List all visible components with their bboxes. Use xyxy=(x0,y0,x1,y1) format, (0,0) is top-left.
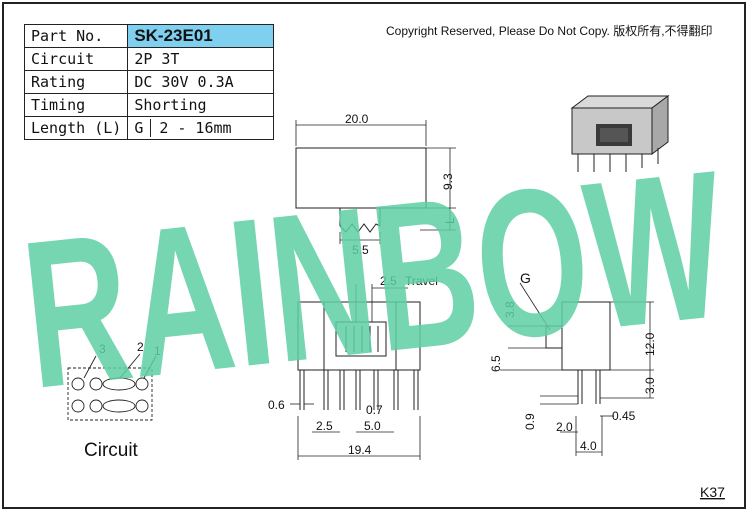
watermark-text: RAINBOW xyxy=(14,126,735,433)
pin-height-dim: 3.0 xyxy=(643,377,657,394)
travel-dim: 2.5 xyxy=(380,274,397,288)
length-cell: G 2 - 16mm xyxy=(127,116,274,140)
length-label: Length (L) xyxy=(23,116,129,140)
timing-label: Timing xyxy=(23,93,129,117)
top-length-dim: L xyxy=(443,217,457,224)
copyright-notice: Copyright Reserved, Please Do Not Copy. … xyxy=(386,24,713,38)
rating-value: DC 30V 0.3A xyxy=(127,70,274,94)
travel-label: Travel xyxy=(405,274,438,288)
length-prefix: G xyxy=(134,119,152,137)
top-pin-pitch-dim: 5.5 xyxy=(352,243,369,257)
length-value: 2 - 16mm xyxy=(159,119,232,137)
circuit-label: Circuit xyxy=(23,47,129,71)
front-pin-pitch-dim: 2.5 xyxy=(316,419,333,433)
inner-pitch-dim: 5.0 xyxy=(364,419,381,433)
actuator-height-dim: 3.8 xyxy=(503,301,517,318)
pin-width-side-dim: 0.45 xyxy=(612,409,636,423)
front-view xyxy=(290,284,421,460)
circuit-diagram xyxy=(67,353,157,421)
product-photo-icon xyxy=(570,95,670,172)
row-pitch-dim: 4.0 xyxy=(580,439,597,453)
offset-dim: 0.7 xyxy=(366,403,383,417)
top-height-dim: 9.3 xyxy=(441,173,455,190)
spec-table: Part No. SK-23E01 Circuit 2P 3T Rating D… xyxy=(23,24,274,140)
top-width-dim: 20.0 xyxy=(345,112,369,126)
circuit-num-2: 2 xyxy=(137,340,144,354)
pin-width-dim: 0.6 xyxy=(268,398,285,412)
total-height-dim: 12.0 xyxy=(643,332,657,356)
body-height-dim: 6.5 xyxy=(489,355,503,372)
g-label: G xyxy=(520,270,531,286)
drawing-code: K37 xyxy=(700,484,725,500)
pin-thickness-dim: 0.9 xyxy=(523,413,537,430)
circuit-num-1: 1 xyxy=(154,344,161,358)
part-no-value: SK-23E01 xyxy=(127,24,274,48)
rating-label: Rating xyxy=(23,70,129,94)
circuit-caption: Circuit xyxy=(84,440,138,461)
side-view xyxy=(500,282,654,456)
overall-width-dim: 19.4 xyxy=(348,443,372,457)
circuit-num-3: 3 xyxy=(99,342,106,356)
pin-gap-dim: 2.0 xyxy=(556,420,573,434)
top-view xyxy=(295,120,456,244)
